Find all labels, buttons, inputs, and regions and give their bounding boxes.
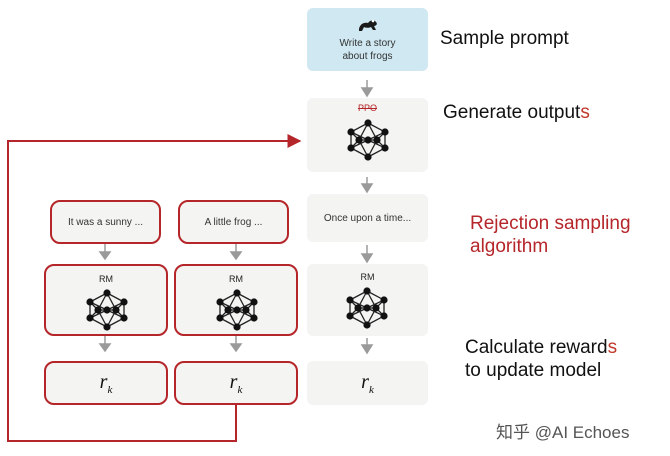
output-card-right: Once upon a time... [307,194,428,242]
rm-card-middle: RM [174,264,298,336]
step-generate-outputs: Generate outputs [443,102,590,123]
output-card-middle: A little frog ... [178,200,289,244]
reward-card-middle: rk [174,361,298,405]
prompt-card: Write a story about frogs [307,8,428,71]
rm-card-left: RM [44,264,168,336]
rm-label-right: RM [360,272,375,282]
reward-symbol-middle: rk [229,370,243,396]
neural-network-icon [86,289,128,331]
rm-label-middle: RM [229,274,243,284]
step-rejection-sampling: Rejection sampling algorithm [470,213,631,257]
step-sample-prompt: Sample prompt [440,28,569,49]
rm-card-right: RM [307,264,428,336]
neural-network-icon [347,119,389,161]
output-text-left: It was a sunny ... [67,216,144,228]
prompt-line-1: Write a story [339,37,396,49]
output-card-left: It was a sunny ... [50,200,161,244]
step-calculate-rewards: Calculate rewards to update model [465,337,618,381]
reward-symbol-right: rk [361,370,374,396]
feedback-loop-arrow [7,134,302,442]
neural-network-icon [346,287,388,329]
watermark: 知乎 @AI Echoes [496,423,630,442]
output-text-right: Once upon a time... [323,212,412,224]
policy-card: PPO [307,98,428,172]
flow-arrows [98,80,374,355]
reward-card-left: rk [44,361,168,405]
rm-label-left: RM [99,274,113,284]
neural-network-icon [216,289,258,331]
output-text-middle: A little frog ... [204,216,263,228]
ppo-struck-label: PPO [357,103,377,113]
reward-card-right: rk [307,361,428,405]
frog-icon [358,19,377,31]
reward-symbol-left: rk [99,370,113,396]
prompt-line-2: about frogs [342,50,393,62]
